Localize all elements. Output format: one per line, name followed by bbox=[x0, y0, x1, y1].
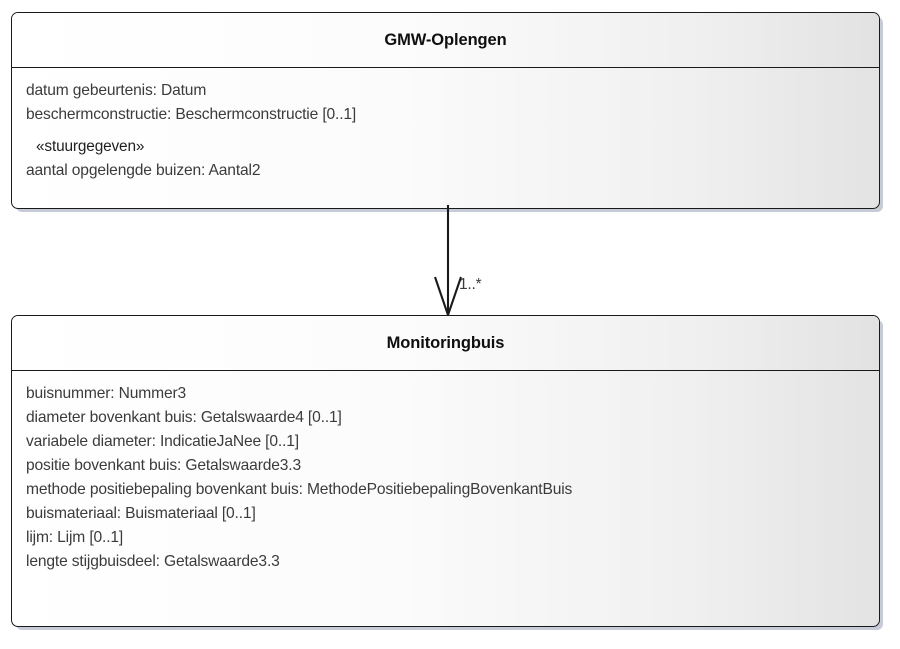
open-arrowhead-icon bbox=[434, 276, 462, 319]
class-attributes-gmw-oplengen: datum gebeurtenis: Datum beschermconstru… bbox=[12, 68, 879, 193]
attribute-line: methode positiebepaling bovenkant buis: … bbox=[26, 481, 573, 498]
attribute-line: lijm: Lijm [0..1] bbox=[26, 529, 124, 546]
class-name-gmw-oplengen: GMW-Oplengen bbox=[384, 30, 507, 49]
uml-class-monitoringbuis[interactable]: Monitoringbuis buisnummer: Nummer3 diame… bbox=[11, 315, 880, 627]
multiplicity-label-target: 1..* bbox=[459, 276, 482, 293]
attribute-line: buisnummer: Nummer3 bbox=[26, 385, 187, 402]
attribute-line: variabele diameter: IndicatieJaNee [0..1… bbox=[26, 433, 299, 450]
attribute-line: positie bovenkant buis: Getalswaarde3.3 bbox=[26, 457, 302, 474]
attribute-line: aantal opgelengde buizen: Aantal2 bbox=[26, 162, 261, 179]
class-header-gmw-oplengen: GMW-Oplengen bbox=[12, 13, 879, 68]
attribute-line: beschermconstructie: Beschermconstructie… bbox=[26, 106, 357, 123]
attribute-line: diameter bovenkant buis: Getalswaarde4 [… bbox=[26, 409, 342, 426]
class-header-monitoringbuis: Monitoringbuis bbox=[12, 316, 879, 371]
attribute-line: datum gebeurtenis: Datum bbox=[26, 82, 207, 99]
attribute-line: buismateriaal: Buismateriaal [0..1] bbox=[26, 505, 256, 522]
class-attributes-monitoringbuis: buisnummer: Nummer3 diameter bovenkant b… bbox=[12, 371, 879, 584]
uml-class-gmw-oplengen[interactable]: GMW-Oplengen datum gebeurtenis: Datum be… bbox=[11, 12, 880, 209]
attribute-line: lengte stijgbuisdeel: Getalswaarde3.3 bbox=[26, 553, 280, 570]
class-name-monitoringbuis: Monitoringbuis bbox=[386, 333, 505, 352]
association-connector bbox=[434, 205, 462, 319]
attribute-stereotype: «stuurgegeven» bbox=[36, 138, 145, 155]
